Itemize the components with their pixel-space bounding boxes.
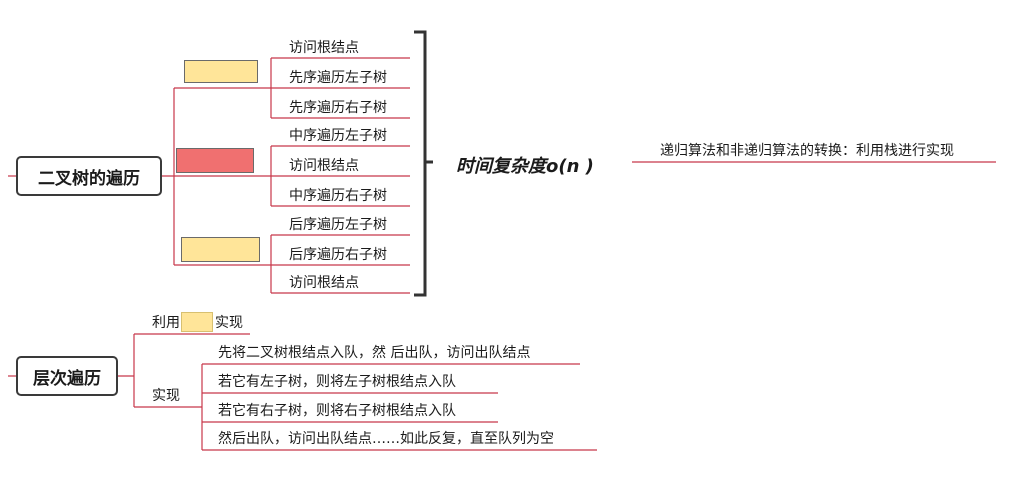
use-prefix-label: 利用 bbox=[152, 315, 180, 331]
connector-root1-branch bbox=[162, 87, 271, 266]
implementation-label[interactable]: 实现 bbox=[152, 388, 180, 404]
connector-root2-branch bbox=[118, 333, 250, 408]
blank-box-preorder bbox=[184, 60, 258, 83]
connector-preorder bbox=[270, 57, 410, 119]
blank-box-inorder bbox=[176, 148, 254, 173]
connector-steps bbox=[201, 363, 597, 451]
level-step[interactable]: 然后出队，访问出队结点……如此反复，直至队列为空 bbox=[218, 431, 554, 447]
blank-box-queue bbox=[181, 312, 213, 332]
inorder-item[interactable]: 中序遍历左子树 bbox=[289, 128, 387, 144]
root-binary-tree-traversal-label: 二叉树的遍历 bbox=[38, 168, 140, 189]
root-level-order-traversal[interactable]: 层次遍历 bbox=[16, 356, 118, 396]
connector-postorder bbox=[270, 234, 410, 294]
preorder-item[interactable]: 先序遍历左子树 bbox=[289, 70, 387, 86]
level-step[interactable]: 若它有右子树，则将右子树根结点入队 bbox=[218, 403, 456, 419]
root-level-order-traversal-label: 层次遍历 bbox=[33, 368, 101, 389]
inorder-item[interactable]: 访问根结点 bbox=[289, 158, 359, 174]
recursion-note[interactable]: 递归算法和非递归算法的转换：利用栈进行实现 bbox=[660, 143, 954, 159]
postorder-item[interactable]: 访问根结点 bbox=[289, 275, 359, 291]
root-binary-tree-traversal[interactable]: 二叉树的遍历 bbox=[16, 156, 162, 196]
time-complexity-label[interactable]: 时间复杂度o(n ) bbox=[456, 156, 594, 177]
use-suffix-label: 实现 bbox=[215, 315, 243, 331]
preorder-item[interactable]: 先序遍历右子树 bbox=[289, 100, 387, 116]
preorder-item[interactable]: 访问根结点 bbox=[289, 40, 359, 56]
blank-box-postorder bbox=[181, 237, 260, 262]
brace-bracket bbox=[414, 30, 427, 297]
level-step[interactable]: 先将二叉树根结点入队，然 后出队，访问出队结点 bbox=[218, 345, 531, 361]
level-step[interactable]: 若它有左子树，则将左子树根结点入队 bbox=[218, 374, 456, 390]
connector-inorder bbox=[270, 145, 410, 207]
postorder-item[interactable]: 后序遍历左子树 bbox=[289, 217, 387, 233]
postorder-item[interactable]: 后序遍历右子树 bbox=[289, 247, 387, 263]
inorder-item[interactable]: 中序遍历右子树 bbox=[289, 188, 387, 204]
